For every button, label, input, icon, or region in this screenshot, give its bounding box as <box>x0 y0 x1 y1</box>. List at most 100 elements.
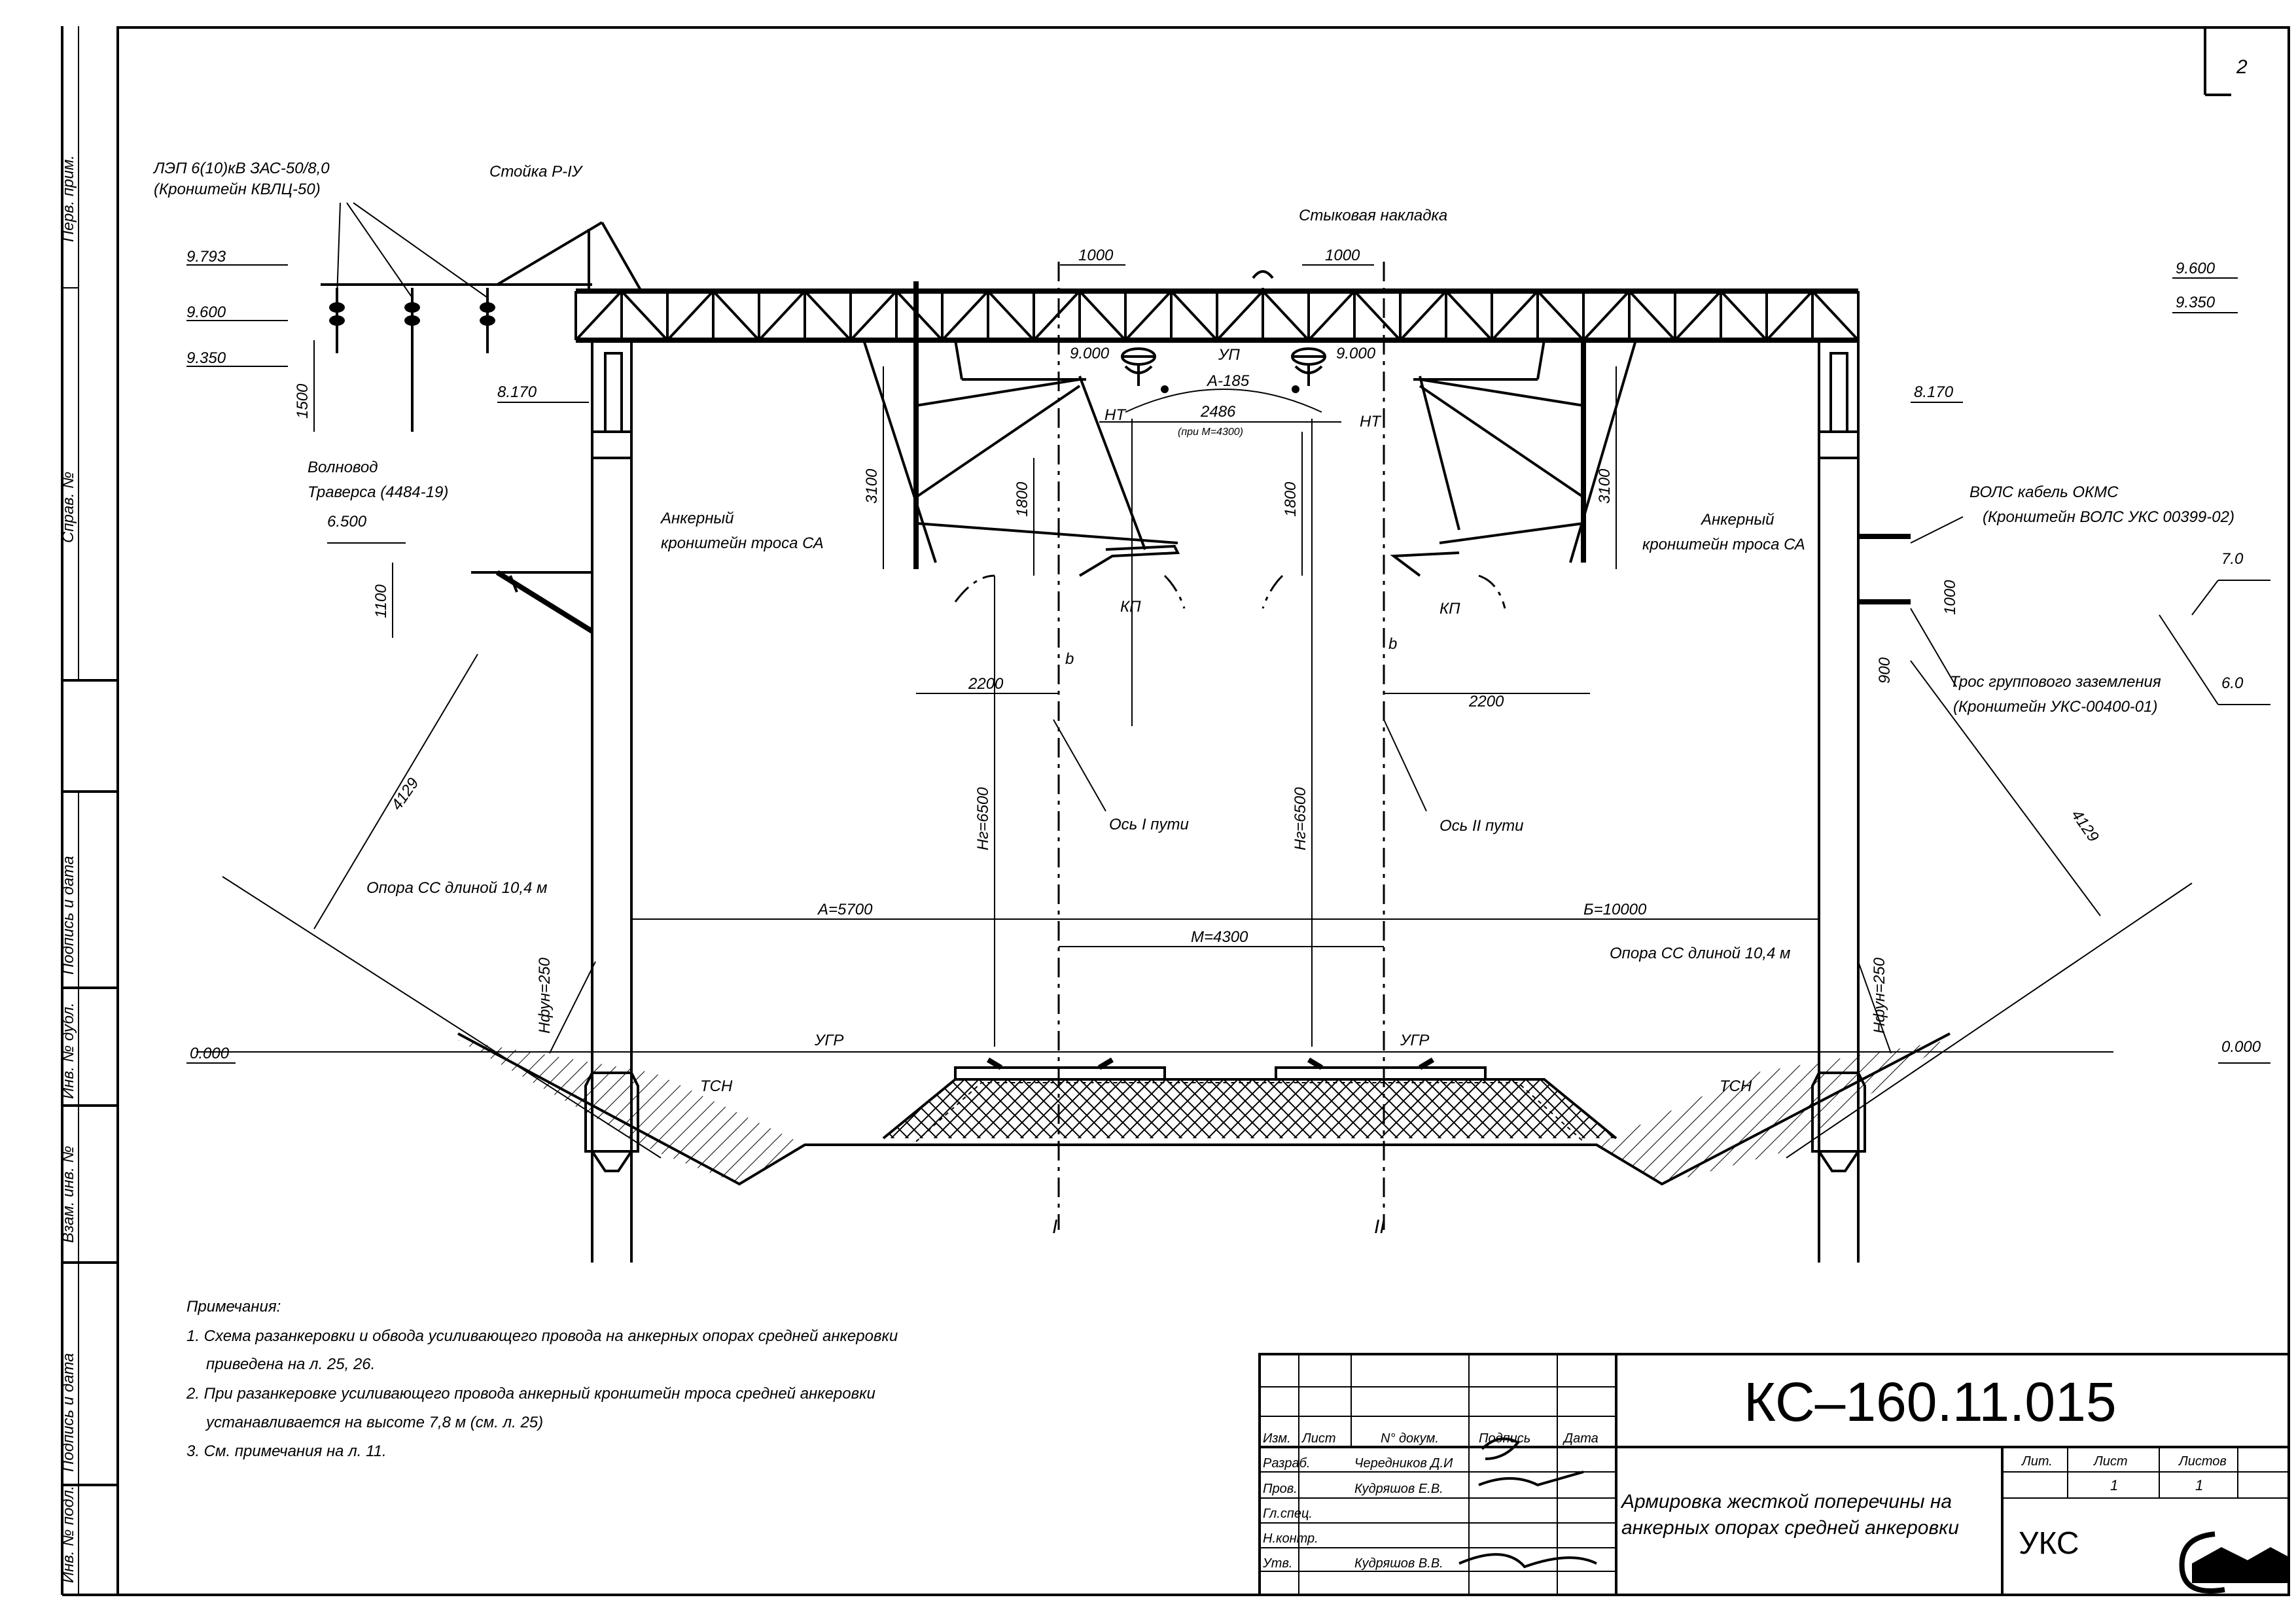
level-9600-left: 9.600 <box>186 304 226 321</box>
dim-a5700: А=5700 <box>817 901 873 918</box>
dim-1000-right: 1000 <box>1325 247 1360 264</box>
tb-razrab-name: Чередников Д.И <box>1354 1456 1453 1471</box>
side-vzam-inv: Взам. инв. № <box>60 1146 77 1243</box>
dim-3100-right: 3100 <box>1596 468 1614 504</box>
side-podpis-data-2: Подпись и дата <box>60 1353 77 1472</box>
side-inv-dubl: Инв. № дубл. <box>60 1002 77 1099</box>
dim-1000-left: 1000 <box>1078 247 1114 264</box>
dim-nfun-left: Нфун=250 <box>536 957 554 1034</box>
dim-2486: 2486 <box>1200 403 1236 421</box>
label-a185: А-185 <box>1206 372 1250 390</box>
title-block <box>1258 1353 2290 1596</box>
tb-h-list: Лист <box>1301 1431 1336 1446</box>
dim-2200-left: 2200 <box>968 675 1004 693</box>
label-ankernyi-left-2: кронштейн троса СА <box>661 534 824 552</box>
level-markers <box>186 264 2270 1064</box>
label-tros-1: Трос группового заземления <box>1950 673 2161 691</box>
rails <box>954 1057 1487 1081</box>
dim-1800-left: 1800 <box>1014 481 1031 517</box>
tb-v-sheets: 1 <box>2195 1477 2203 1493</box>
tb-title-2: анкерных опорах средней анкеровки <box>1621 1517 1959 1539</box>
label-traversa: Траверса (4484-19) <box>308 483 448 501</box>
traversa-bracket <box>471 570 594 634</box>
note-1a: 1. Схема разанкеровки и обвода усиливающ… <box>186 1327 898 1345</box>
tb-glspec: Гл.спец. <box>1263 1507 1313 1521</box>
level-7-0: 7.0 <box>2221 550 2244 568</box>
label-ankernyi-left-1: Анкерный <box>660 510 733 527</box>
label-tros-2: (Кронштейн УКС-00400-01) <box>1953 698 2157 716</box>
right-pole <box>1811 340 1911 1263</box>
level-8170-left: 8.170 <box>497 383 537 401</box>
truss-crossbar <box>574 288 1860 343</box>
tb-razrab: Разраб. <box>1263 1456 1310 1471</box>
label-kp-right: КП <box>1439 600 1460 618</box>
side-stamp: Перв. прим. Справ. № Подпись и дата Инв.… <box>60 155 77 1583</box>
title-block-texts: КС–160.11.015 Изм. Лист N° докум. Подпис… <box>1262 1371 2227 1571</box>
dim-2200-right: 2200 <box>1468 693 1504 710</box>
level-9600-right: 9.600 <box>2176 260 2216 277</box>
tb-prov: Пров. <box>1263 1482 1298 1496</box>
up-insulators <box>1121 270 1326 413</box>
label-stykovaya: Стыковая накладка <box>1299 207 1447 224</box>
level-0-right: 0.000 <box>2221 1038 2261 1056</box>
label-stoyka: Стойка Р-IУ <box>489 163 584 181</box>
left-slope-hatch <box>458 1040 805 1184</box>
label-track-2: II <box>1374 1216 1385 1238</box>
label-os1: Ось I пути <box>1109 816 1189 833</box>
tb-nkontr: Н.контр. <box>1263 1531 1318 1546</box>
label-nt-left: НТ <box>1104 406 1127 424</box>
label-b-right: b <box>1388 635 1397 653</box>
left-hanger-frame <box>862 281 1180 577</box>
side-sprav-no: Справ. № <box>60 472 77 543</box>
label-ankernyi-right-2: кронштейн троса СА <box>1642 536 1805 553</box>
level-9350-right: 9.350 <box>2176 294 2216 311</box>
drawing-code: КС–160.11.015 <box>1744 1371 2117 1433</box>
kp-arcs <box>954 574 1506 609</box>
level-9350-left: 9.350 <box>186 349 226 367</box>
dim-nfun-right: Нфун=250 <box>1871 957 1888 1034</box>
label-nt-right: НТ <box>1360 413 1382 430</box>
notes-title: Примечания: <box>186 1298 281 1316</box>
tb-h-podpis: Подпись <box>1479 1431 1530 1446</box>
label-ugr-right: УГР <box>1400 1032 1429 1049</box>
tb-h-sheet: Лист <box>2093 1454 2128 1469</box>
notes: Примечания: 1. Схема разанкеровки и обво… <box>186 1298 898 1460</box>
tb-org: УКС <box>2019 1526 2079 1561</box>
tb-h-sheets: Листов <box>2178 1454 2227 1469</box>
side-inv-podl: Инв. № подл. <box>60 1486 77 1583</box>
level-0-left: 0.000 <box>190 1045 230 1062</box>
label-b-left: b <box>1065 650 1074 668</box>
level-9000-right: 9.000 <box>1336 345 1376 362</box>
tb-utv-name: Кудряшов В.В. <box>1354 1556 1443 1571</box>
dim-1100: 1100 <box>372 584 390 618</box>
note-2b: устанавливается на высоте 7,8 м (см. л. … <box>205 1414 543 1431</box>
dim-4129-right: 4129 <box>2068 807 2102 845</box>
tb-h-lit: Лит. <box>2021 1454 2053 1469</box>
note-2a: 2. При разанкеровке усиливающего провода… <box>186 1385 875 1403</box>
label-lep-bracket: (Кронштейн КВЛЦ-50) <box>154 181 321 198</box>
label-ankernyi-right-1: Анкерный <box>1700 511 1774 529</box>
tb-utv: Утв. <box>1262 1556 1292 1571</box>
dim-1500: 1500 <box>294 383 311 419</box>
tb-h-izm: Изм. <box>1263 1431 1291 1446</box>
sheet-frame <box>61 26 2290 1596</box>
note-1b: приведена на л. 25, 26. <box>206 1355 375 1373</box>
label-ugr-left: УГР <box>814 1032 843 1049</box>
dim-4129-left: 4129 <box>388 775 423 813</box>
side-perv-prim: Перв. прим. <box>60 155 77 242</box>
label-lep: ЛЭП 6(10)кВ ЗАС-50/8,0 <box>152 160 330 177</box>
dim-2486-note: (при М=4300) <box>1178 427 1243 438</box>
label-vols-1: ВОЛС кабель ОКМС <box>1969 483 2119 501</box>
level-6500: 6.500 <box>327 513 367 531</box>
label-os2: Ось II пути <box>1439 817 1524 835</box>
level-texts: 9.793 9.600 9.350 8.170 6.500 9.000 9.00… <box>186 248 2261 1062</box>
level-8170-right: 8.170 <box>1914 383 1954 401</box>
label-opora-right: Опора СС длиной 10,4 м <box>1610 945 1790 962</box>
tb-prov-name: Кудряшов Е.В. <box>1354 1482 1443 1496</box>
company-logo <box>2179 1531 2289 1594</box>
tb-h-data: Дата <box>1563 1431 1598 1446</box>
signatures <box>1458 1437 1597 1569</box>
annotation-texts: ЛЭП 6(10)кВ ЗАС-50/8,0 (Кронштейн КВЛЦ-5… <box>152 160 2234 1238</box>
dim-m4300: М=4300 <box>1191 928 1248 946</box>
